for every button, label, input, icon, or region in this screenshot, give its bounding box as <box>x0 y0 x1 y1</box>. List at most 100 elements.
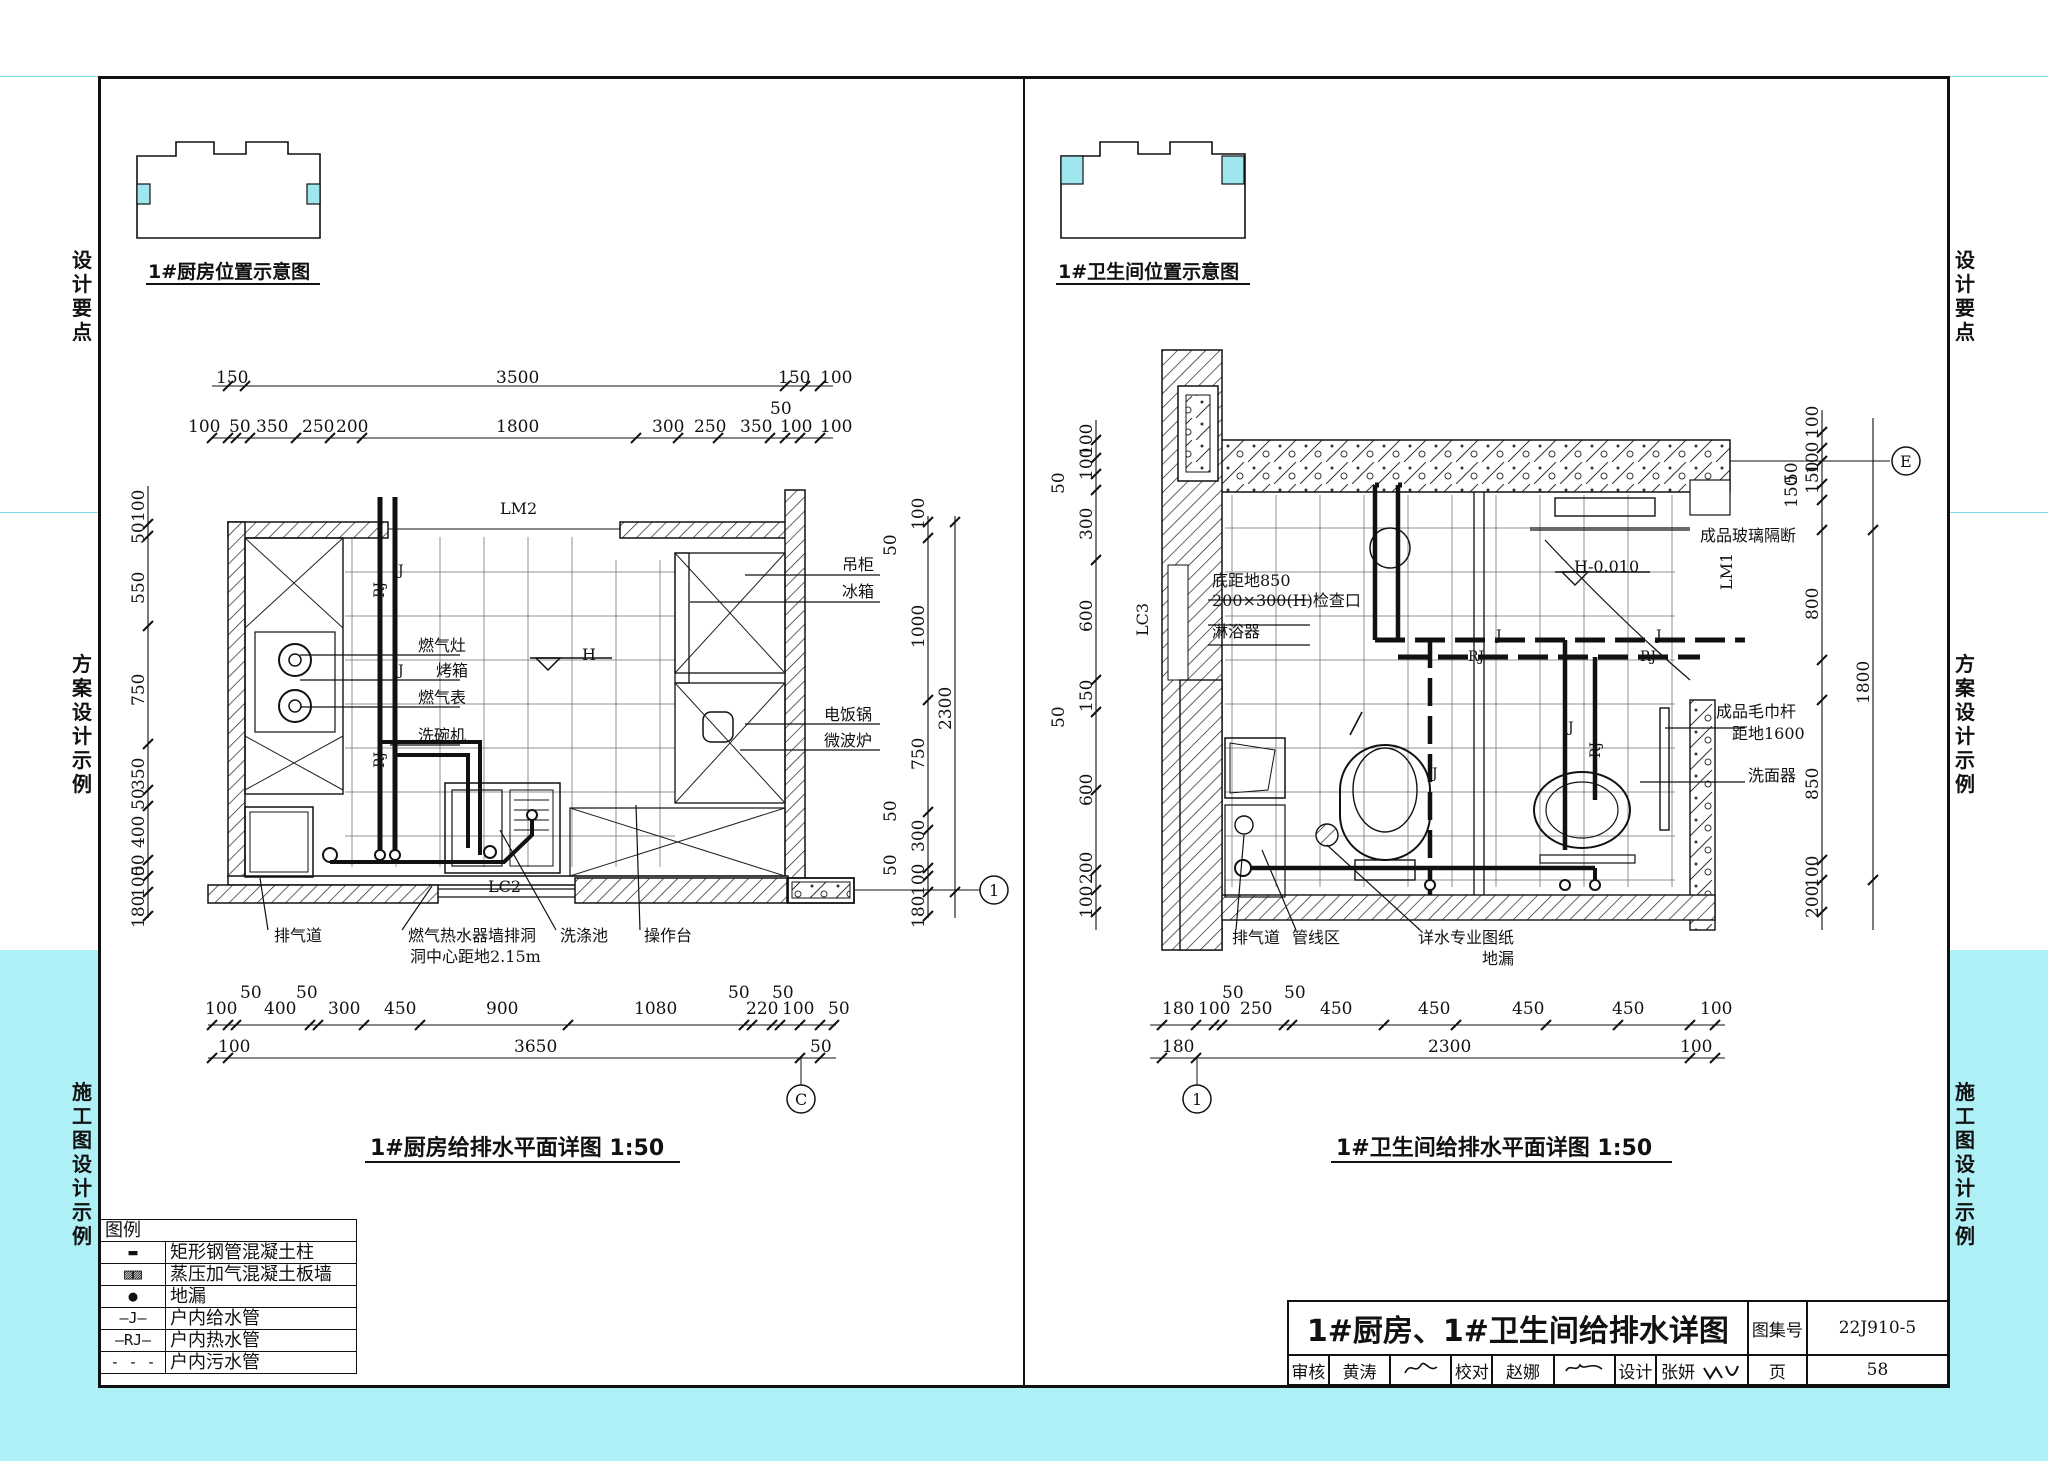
dimension-tick <box>414 1019 426 1031</box>
svg-text:50: 50 <box>881 800 901 822</box>
svg-text:3650: 3650 <box>514 1037 557 1057</box>
svg-text:50: 50 <box>828 999 850 1019</box>
svg-text:350: 350 <box>256 417 288 437</box>
svg-text:50: 50 <box>240 983 262 1003</box>
svg-text:150: 150 <box>1077 680 1097 712</box>
pipe-label-rj: RJ <box>1468 649 1484 665</box>
label-see-plumbing: 详水专业图纸 <box>1418 928 1514 947</box>
svg-text:50: 50 <box>296 983 318 1003</box>
right-label-construction-examples[interactable]: 施工图设计示例 <box>1955 1080 1975 1248</box>
right-label-scheme-examples[interactable]: 方案设计示例 <box>1955 652 1975 796</box>
check-label: 校对 <box>1450 1354 1494 1386</box>
svg-text:100: 100 <box>780 417 812 437</box>
dimension-tick <box>794 432 806 444</box>
bathroom-plan <box>1161 349 1745 951</box>
svg-text:100: 100 <box>1077 424 1097 456</box>
dimension-tick <box>222 432 234 444</box>
bathroom-left-dims: 100 100 50 300 600 150 50 600 200 100 <box>1049 424 1097 918</box>
kitchen-top-dims-2: 100 50 350 250 200 1800 300 250 350 50 1… <box>188 399 852 437</box>
dimension-tick <box>922 824 934 836</box>
pipe-label-j: J <box>1494 628 1502 644</box>
left-label-design-points[interactable]: 设计要点 <box>72 248 92 344</box>
svg-text:50: 50 <box>772 983 794 1003</box>
svg-text:300: 300 <box>909 820 929 852</box>
dimension-tick <box>1709 1052 1721 1064</box>
dimension-tick <box>356 432 368 444</box>
dimension-tick <box>239 380 251 392</box>
label-stove: 燃气灶 <box>418 636 466 655</box>
dimension-tick <box>922 862 934 874</box>
dimension-tick <box>1156 1052 1168 1064</box>
sheet-title: 1#厨房、1#卫生间给排水详图 <box>1287 1300 1749 1356</box>
label-shower: 淋浴器 <box>1212 622 1260 641</box>
dimension-tick <box>1378 1019 1390 1031</box>
dimension-tick <box>1816 455 1828 467</box>
label-cleanout-size: 200×300(H)检查口 <box>1212 591 1361 610</box>
dimension-tick <box>222 1019 234 1031</box>
axis-label-1: 1 <box>1192 1090 1202 1109</box>
svg-text:1080: 1080 <box>634 999 677 1019</box>
svg-text:900: 900 <box>486 999 518 1019</box>
left-label-scheme-examples[interactable]: 方案设计示例 <box>72 652 92 796</box>
bathroom-level-label: H-0.010 <box>1574 557 1639 576</box>
legend-table: 图例 ▬矩形钢管混凝土柱 ▨▨蒸压加气混凝土板墙 ●地漏 —J—户内给水管 —R… <box>100 1219 357 1374</box>
svg-text:100: 100 <box>1077 448 1097 480</box>
dimension-tick <box>814 432 826 444</box>
svg-text:50: 50 <box>770 399 792 419</box>
legend-label: 户内污水管 <box>165 1351 357 1374</box>
legend-row: —RJ—户内热水管 <box>100 1329 357 1352</box>
floor-drain-icon: ● <box>100 1285 166 1308</box>
legend-label: 户内给水管 <box>165 1307 357 1330</box>
svg-text:2300: 2300 <box>1428 1037 1471 1057</box>
dimension-tick <box>779 432 791 444</box>
dimension-tick <box>142 784 154 796</box>
dimension-tick <box>1156 1019 1168 1031</box>
dimension-tick <box>1816 694 1828 706</box>
dimension-tick <box>1190 1052 1202 1064</box>
label-oven: 烤箱 <box>436 661 468 680</box>
svg-text:3500: 3500 <box>496 368 539 388</box>
kitchen-door-label: LM2 <box>500 499 537 518</box>
label-cupboard: 吊柜 <box>842 555 874 574</box>
reviewer-signature-icon <box>1389 1354 1453 1386</box>
legend-row: —J—户内给水管 <box>100 1307 357 1330</box>
legend-label: 户内热水管 <box>165 1329 357 1352</box>
dimension-tick <box>949 516 961 528</box>
dimension-tick <box>922 694 934 706</box>
axis-bubble-e <box>1891 446 1921 476</box>
svg-text:200: 200 <box>1077 852 1097 884</box>
dimension-tick <box>922 870 934 882</box>
dimension-tick <box>764 432 776 444</box>
pipe-label-j: J <box>396 663 404 679</box>
svg-text:100: 100 <box>188 417 220 437</box>
dimension-tick <box>206 432 218 444</box>
svg-text:750: 750 <box>129 674 149 706</box>
dimension-tick <box>1090 468 1102 480</box>
kitchen-dimension-lines <box>147 385 956 1059</box>
svg-text:50: 50 <box>881 854 901 876</box>
label-fridge: 冰箱 <box>842 582 874 601</box>
dimension-tick <box>244 432 256 444</box>
svg-text:180: 180 <box>909 896 929 928</box>
svg-text:800: 800 <box>1803 588 1823 620</box>
atlas-number: 22J910-5 <box>1805 1300 1950 1356</box>
dimension-tick <box>1540 1019 1552 1031</box>
dimension-tick <box>142 530 154 542</box>
svg-text:100: 100 <box>1700 999 1732 1019</box>
label-rice-cooker: 电饭锅 <box>824 705 872 724</box>
kitchen-window-label: LC2 <box>488 877 521 896</box>
column-symbol-icon: ▬ <box>100 1241 166 1264</box>
left-label-construction-examples[interactable]: 施工图设计示例 <box>72 1080 92 1248</box>
svg-text:100: 100 <box>1198 999 1230 1019</box>
dimension-tick <box>774 1019 786 1031</box>
dimension-tick <box>324 432 336 444</box>
kitchen-plan-title: 1#厨房给排水平面详图 1:50 <box>370 1135 664 1161</box>
legend-label: 地漏 <box>165 1285 357 1308</box>
dimension-tick <box>1208 1019 1220 1031</box>
bathroom-door-label: LM1 <box>1717 553 1736 590</box>
pipe-label-rj: RJ <box>372 752 388 768</box>
svg-text:1800: 1800 <box>496 417 539 437</box>
right-label-design-points[interactable]: 设计要点 <box>1955 248 1975 344</box>
svg-text:450: 450 <box>1512 999 1544 1019</box>
svg-text:100: 100 <box>782 999 814 1019</box>
